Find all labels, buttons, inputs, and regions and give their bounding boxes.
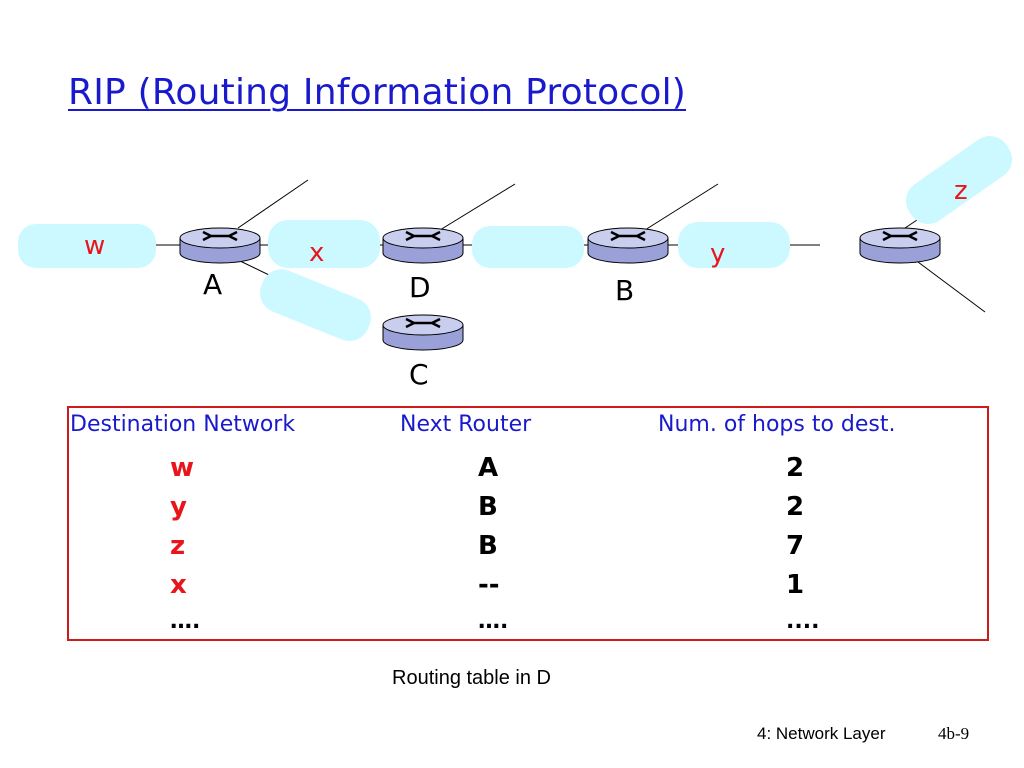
network-a-c-blob xyxy=(259,269,371,342)
header-next-router: Next Router xyxy=(400,412,532,437)
router-c xyxy=(382,314,464,351)
routing-table xyxy=(67,406,989,641)
row-destination: …. xyxy=(170,609,201,634)
router-label-b: B xyxy=(615,274,634,307)
footer-page-number: 4b-9 xyxy=(938,724,970,743)
network-y-blob xyxy=(678,222,790,268)
row-destination: y xyxy=(170,492,187,522)
header-destination: Destination Network xyxy=(70,412,296,437)
header-hops: Num. of hops to dest. xyxy=(658,412,896,437)
network-diagram: w x y z A D B C xyxy=(18,135,1013,391)
row-hops: 2 xyxy=(786,492,805,522)
row-next-router: -- xyxy=(478,570,500,600)
slide-title: RIP (Routing Information Protocol) xyxy=(68,72,687,113)
network-unnamed-blob xyxy=(472,226,584,268)
row-next-router: A xyxy=(478,453,499,483)
table-caption: Routing table in D xyxy=(392,667,551,689)
row-next-router: B xyxy=(478,531,498,561)
router-label-d: D xyxy=(409,271,431,304)
router-d xyxy=(382,227,464,264)
row-hops: 7 xyxy=(786,531,805,561)
network-label-z: z xyxy=(954,176,968,206)
network-label-y: y xyxy=(710,239,725,269)
network-label-w: w xyxy=(84,231,105,261)
row-next-router: B xyxy=(478,492,498,522)
router-label-c: C xyxy=(409,358,429,391)
row-destination: x xyxy=(170,570,187,600)
row-hops: .... xyxy=(786,609,820,634)
network-label-x: x xyxy=(309,238,324,268)
router-a xyxy=(179,227,261,264)
network-w-blob xyxy=(18,224,156,268)
router-b xyxy=(587,227,669,264)
network-z-blob xyxy=(905,135,1013,225)
row-hops: 1 xyxy=(786,570,805,600)
footer-section: 4: Network Layer xyxy=(757,724,886,743)
link-a-up xyxy=(237,179,309,229)
link-r-down xyxy=(917,261,986,313)
router-label-a: A xyxy=(203,268,222,301)
row-next-router: …. xyxy=(478,609,509,634)
row-destination: z xyxy=(170,531,186,561)
link-d-up xyxy=(439,183,516,231)
network-x-blob xyxy=(268,220,380,268)
link-b-up xyxy=(644,183,719,231)
row-hops: 2 xyxy=(786,453,805,483)
network-blobs xyxy=(18,135,1013,342)
router-right xyxy=(859,227,941,264)
row-destination: w xyxy=(170,453,195,483)
